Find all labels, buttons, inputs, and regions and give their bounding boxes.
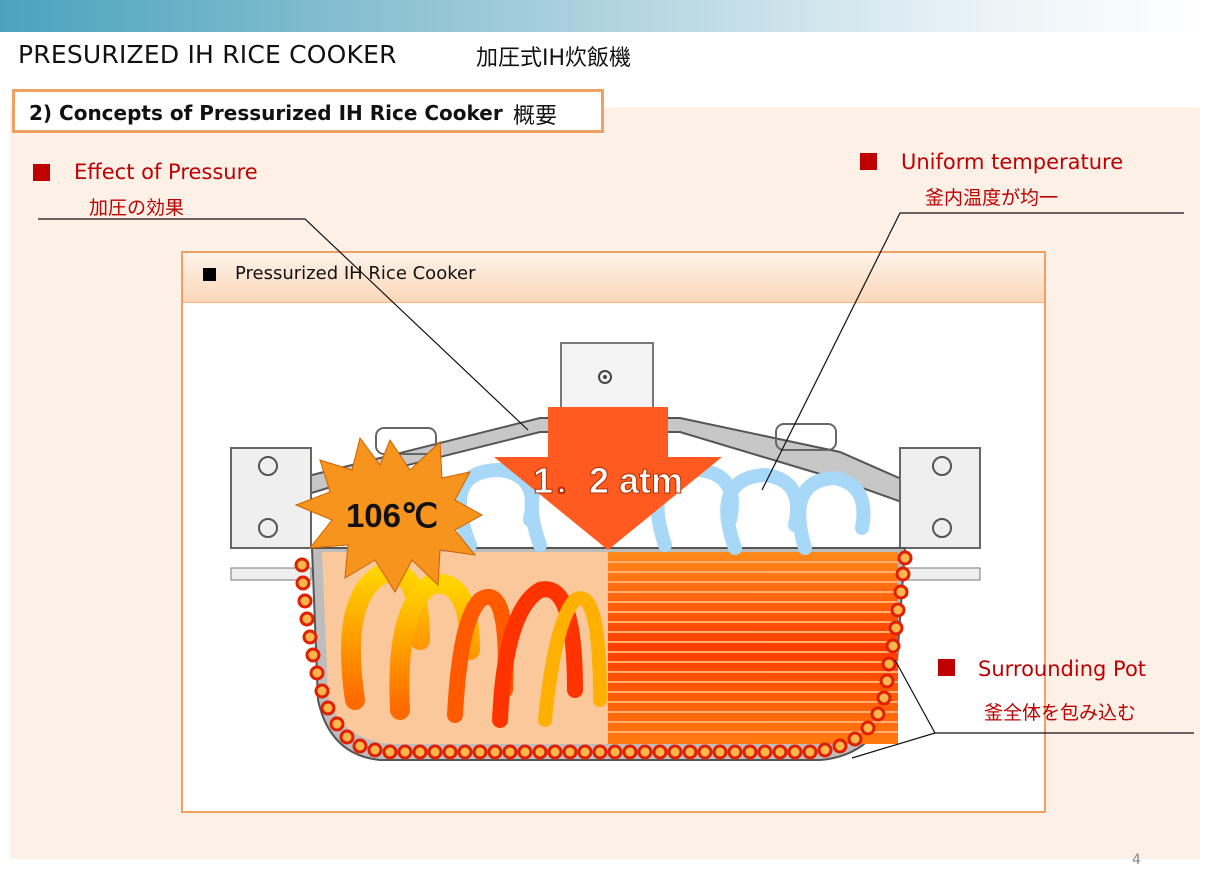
bullet-square-icon <box>938 659 955 676</box>
surrounding-callout-label: Surrounding Pot <box>978 657 1147 681</box>
concept-heading-box: 2) Concepts of Pressurized IH Rice Cooke… <box>12 89 604 133</box>
concept-heading-japanese: 概要 <box>513 104 558 129</box>
page-title-japanese: 加圧式IH炊飯機 <box>476 46 632 71</box>
heater-coil-icon <box>294 550 913 760</box>
swirl-arrow-icon <box>340 562 607 728</box>
surrounding-callout-label-jp: 釜全体を包み込む <box>984 702 1137 724</box>
temperature-value: 106℃ <box>346 497 438 534</box>
pressure-callout-label: Effect of Pressure <box>74 160 258 184</box>
bullet-square-icon <box>860 153 877 170</box>
uniform-callout-label-jp: 釜内温度が均一 <box>925 187 1059 209</box>
figure-title: Pressurized IH Rice Cooker <box>235 263 476 284</box>
page-number: 4 <box>1132 852 1141 868</box>
heat-stripes <box>608 552 898 744</box>
uniform-callout-label: Uniform temperature <box>901 150 1124 174</box>
top-gradient-bar <box>0 0 1208 32</box>
pressure-value: 1．2 atm <box>533 460 683 501</box>
figure-header: Pressurized IH Rice Cooker <box>183 253 1044 303</box>
pressure-callout-label-jp: 加圧の効果 <box>89 197 185 219</box>
page-title: PRESURIZED IH RICE COOKER <box>18 40 397 69</box>
bullet-square-icon <box>203 268 216 281</box>
down-arrow-icon <box>494 407 722 550</box>
leader-lines <box>38 212 1194 759</box>
bullet-square-icon <box>33 164 50 181</box>
concept-heading: 2) Concepts of Pressurized IH Rice Cooke… <box>29 101 503 125</box>
starburst-icon <box>294 436 484 593</box>
